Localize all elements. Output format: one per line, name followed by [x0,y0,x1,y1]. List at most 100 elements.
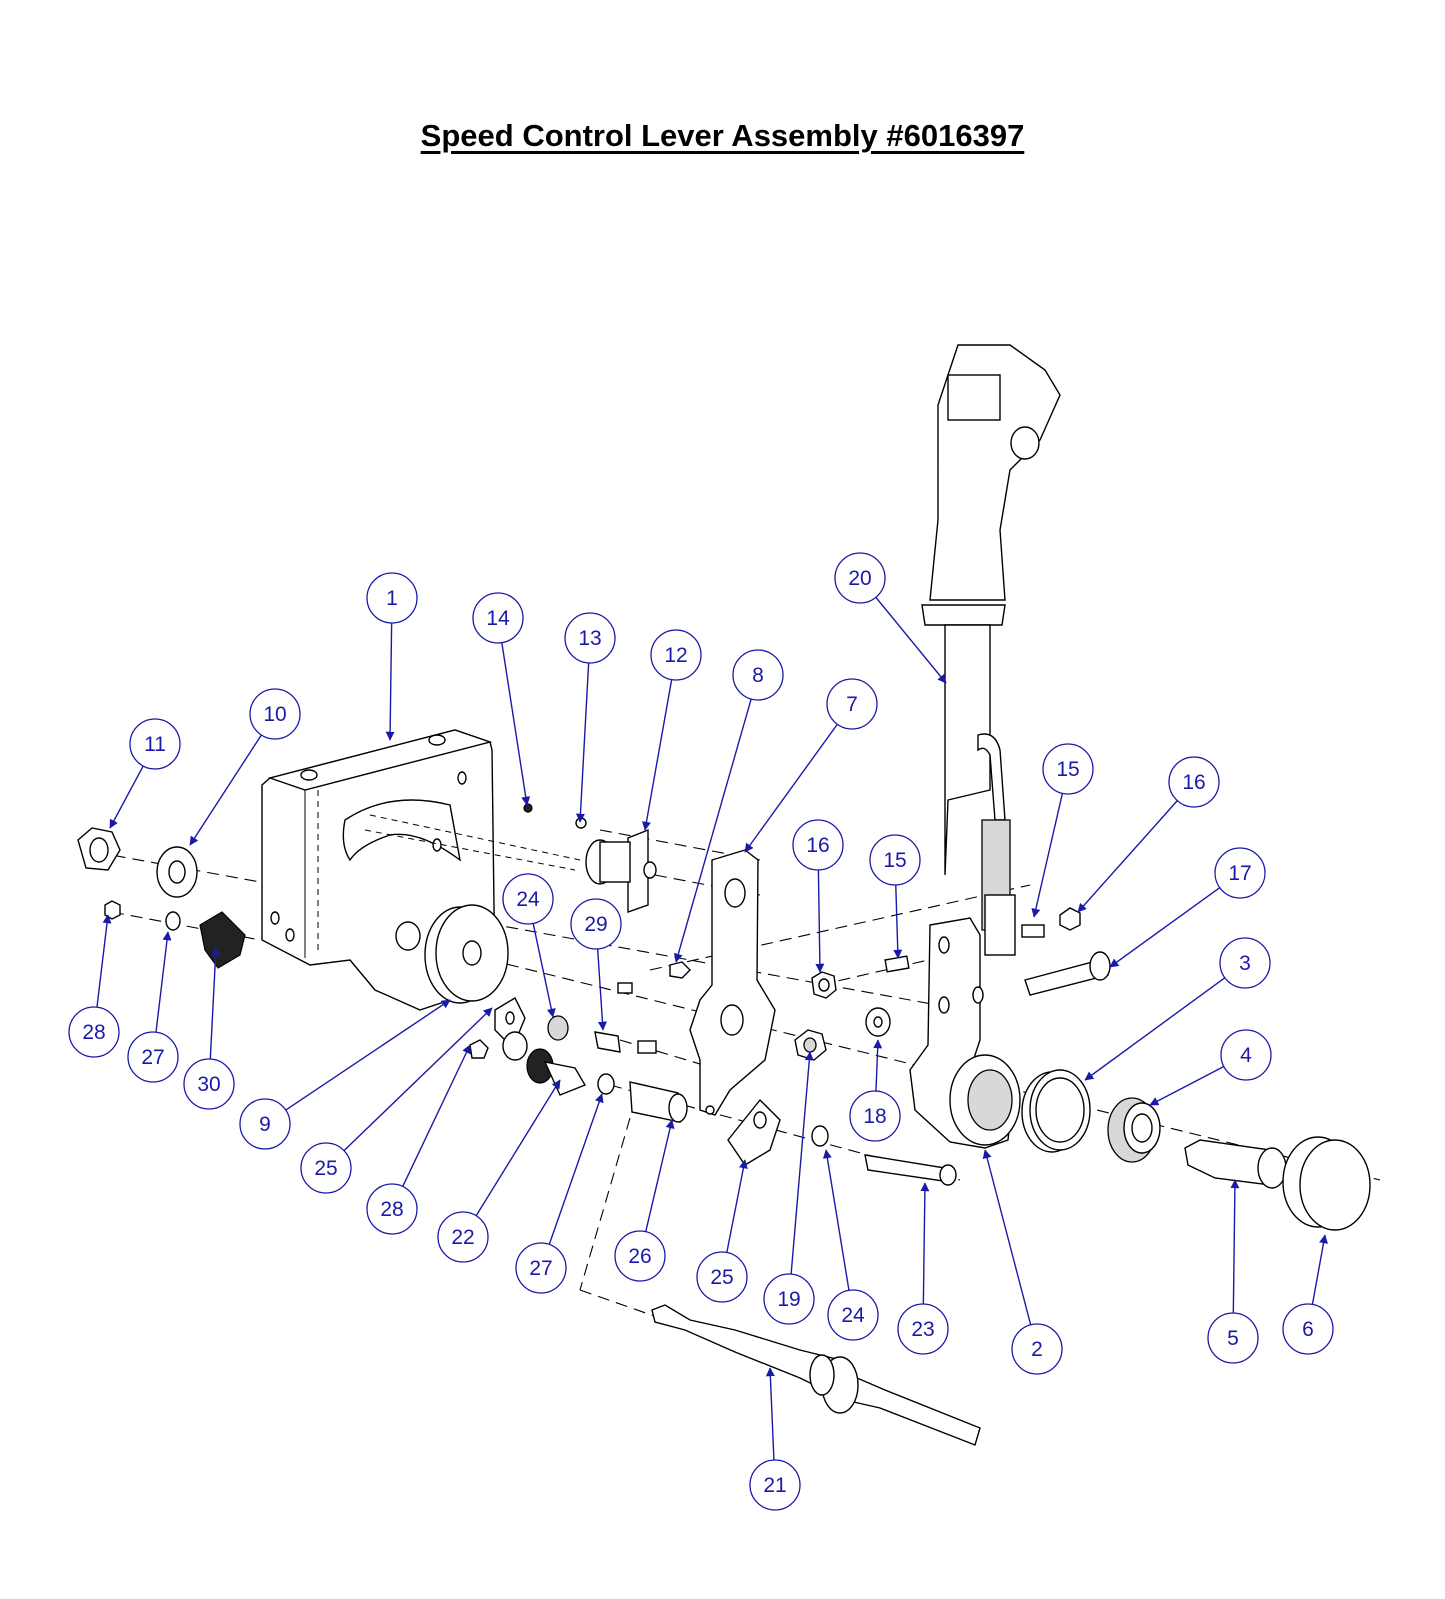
callout-bubble [897,1303,949,1355]
callout-bubble [827,1289,879,1341]
control-cable-part [651,1304,981,1446]
callout-2-lever-pivot-arm: 2 [982,1149,1063,1375]
leader-arrow [893,884,903,959]
leader-arrow [343,1007,493,1152]
callout-number: 9 [259,1113,271,1136]
callout-bubble [239,1098,291,1150]
callout-bubble [366,572,418,624]
callout-number: 13 [578,627,601,650]
control-handle-part [909,344,1061,1149]
callout-number: 16 [806,834,829,857]
callout-15-set-screw: 15 [869,834,921,959]
callout-12-switch: 12 [642,629,702,831]
cable-plate-part [617,849,776,1116]
callout-14-switch-screw: 14 [472,592,531,806]
callout-29-shoulder-screw: 29 [570,898,622,1031]
callout-number: 10 [263,703,286,726]
callout-26-spacer: 26 [614,1119,675,1282]
callout-27-washer: 27 [127,931,179,1083]
callout-22-ball-joint: 22 [437,1079,561,1263]
leader-arrow [1031,793,1064,918]
bracket-part [261,729,581,1011]
callout-bubble [1220,1029,1272,1081]
callout-number: 6 [1302,1318,1314,1341]
callout-16-hex-nut: 16 [1077,756,1220,913]
callout-bubble [570,898,622,950]
callout-bubble [834,552,886,604]
callout-bubble [366,1183,418,1235]
leader-arrow [642,679,673,831]
small-hardware-parts [469,997,829,1166]
leader-arrow [1311,1234,1328,1305]
leader-arrow [475,1079,561,1217]
callout-bubble [1214,847,1266,899]
leader-arrow [920,1182,930,1305]
callout-17-cap-screw: 17 [1109,847,1266,968]
leader-arrow [1149,1065,1225,1106]
callout-bubble [472,592,524,644]
callout-bubble [650,629,702,681]
leader-arrow [285,999,451,1111]
leader-arrow [155,931,172,1033]
callout-bubble [249,688,301,740]
callout-24-washer: 24 [502,873,556,1018]
callout-number: 25 [314,1157,337,1180]
callout-24-washer: 24 [822,1149,879,1341]
callout-25-cable-clamp: 25 [696,1159,748,1303]
callout-11-nut: 11 [109,718,181,829]
bearing-parts [864,1069,1371,1231]
callout-25-cable-clamp: 25 [300,1007,493,1194]
callout-23-bolt: 23 [897,1182,949,1355]
leader-arrow [402,1044,471,1187]
callout-bubble [300,1142,352,1194]
leader-arrow [726,1159,748,1253]
callout-number: 18 [863,1105,886,1128]
leader-arrow [96,914,112,1008]
callout-number: 2 [1031,1338,1043,1361]
callout-number: 24 [841,1304,865,1327]
callout-number: 28 [380,1198,403,1221]
callout-bubble [1042,743,1094,795]
callout-bubble [849,1090,901,1142]
callout-number: 27 [141,1046,164,1069]
callout-bubble [792,819,844,871]
nut-washer-parts [77,827,246,969]
callout-number: 15 [1056,758,1079,781]
callout-number: 19 [777,1288,800,1311]
callout-13-switch-washer: 13 [564,612,616,823]
callout-number: 28 [82,1021,105,1044]
leader-arrow [645,1119,675,1232]
callout-10-washer: 10 [189,688,301,846]
callout-4-tapered-bearing: 4 [1149,1029,1272,1106]
callout-bubble [614,1230,666,1282]
callout-bubble [749,1459,801,1511]
callout-8-plate-screw: 8 [673,649,784,963]
callout-number: 22 [451,1226,474,1249]
callout-bubble [68,1006,120,1058]
leader-arrow [765,1367,775,1461]
leader-arrow [815,869,825,973]
callout-28-nut: 28 [366,1044,471,1235]
callout-number: 26 [628,1245,651,1268]
callout-number: 8 [752,664,764,687]
friction-disc-part [424,904,509,1004]
leader-arrow [1077,800,1178,913]
callout-number: 4 [1240,1044,1252,1067]
callout-7-cable-plate: 7 [744,678,878,853]
callout-bubble [129,718,181,770]
callout-6-end-cap: 6 [1282,1234,1334,1355]
callout-5-pivot-bolt: 5 [1207,1179,1259,1364]
callout-bubble [437,1211,489,1263]
callout-number: 21 [763,1474,786,1497]
callout-number: 5 [1227,1327,1239,1350]
callout-bubble [763,1273,815,1325]
leader-arrow [790,1051,814,1275]
callout-bubble [1207,1312,1259,1364]
callout-number: 24 [516,888,540,911]
leader-arrow [189,734,262,846]
callout-15-set-screw: 15 [1031,743,1094,918]
callout-number: 1 [386,587,398,610]
callout-number: 7 [846,693,858,716]
callout-number: 27 [529,1257,552,1280]
